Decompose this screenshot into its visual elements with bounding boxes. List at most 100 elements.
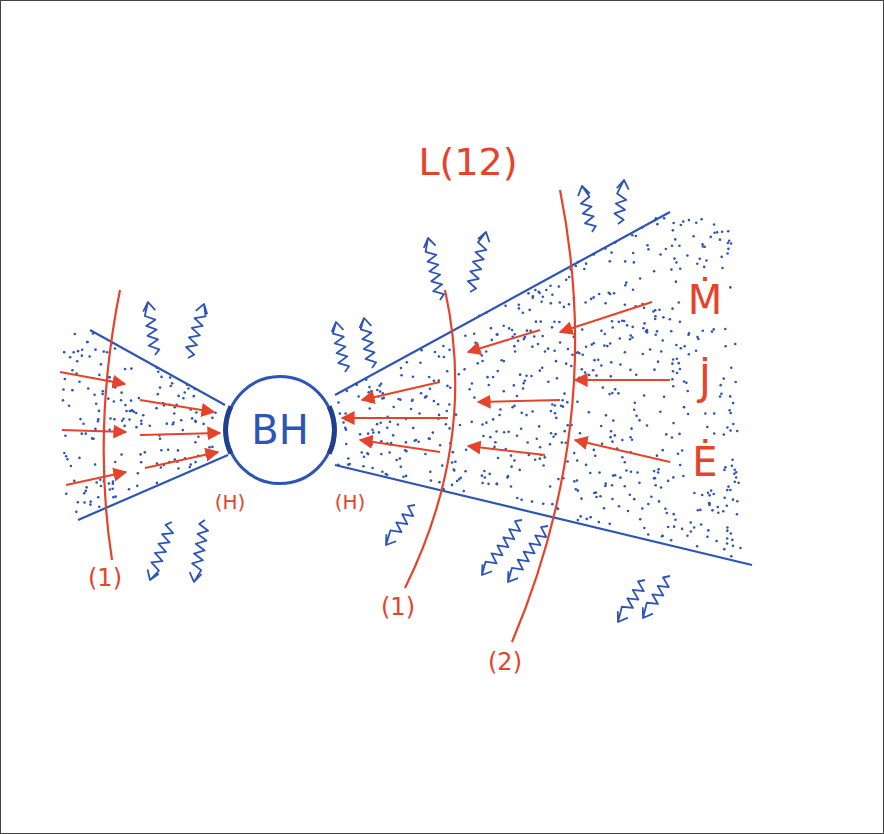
gas-dot [719, 395, 722, 398]
gas-dot [71, 369, 74, 372]
gas-dot [597, 358, 600, 361]
gas-dot [399, 457, 402, 460]
gas-dot [625, 281, 628, 284]
gas-dot [337, 401, 340, 404]
gas-dot [674, 238, 677, 241]
gas-dot [77, 501, 80, 504]
gas-dot [411, 399, 414, 402]
gas-dot [671, 378, 674, 381]
gas-dot [723, 496, 726, 499]
gas-dot [635, 235, 638, 238]
gas-dot [577, 261, 580, 264]
gas-dot [91, 437, 94, 440]
gas-dot [665, 433, 668, 436]
gas-dot [97, 496, 100, 499]
gas-dot [553, 349, 556, 352]
gas-dot [679, 464, 682, 467]
gas-dot [171, 382, 174, 385]
gas-dot [83, 492, 86, 495]
gas-dot [549, 443, 552, 446]
gas-dot [633, 261, 636, 264]
gas-dot [503, 431, 506, 434]
gas-dot [661, 535, 664, 538]
gas-dot [342, 421, 345, 424]
gas-dot [611, 320, 614, 323]
gas-dot [496, 483, 499, 486]
gas-dot [611, 440, 614, 443]
gas-dot [140, 461, 143, 464]
gas-dot [667, 480, 670, 483]
gas-dot [173, 412, 176, 415]
gas-dot [683, 345, 686, 348]
gas-dot [555, 417, 558, 420]
gas-dot [610, 361, 613, 364]
radiation-arrows [143, 180, 670, 622]
gas-dot [344, 412, 347, 415]
gas-dot [604, 485, 607, 488]
gas-dot [92, 332, 95, 335]
gas-dot [137, 472, 140, 475]
inflow-arrow [560, 302, 652, 332]
gas-dot [670, 268, 673, 271]
gas-dot [389, 421, 392, 424]
gas-dot [662, 316, 665, 319]
gas-dot [113, 400, 116, 403]
gas-dot [124, 404, 127, 407]
gas-dot [502, 390, 505, 393]
gas-dot [547, 347, 550, 350]
gas-dot [609, 436, 612, 439]
gas-dot [78, 457, 81, 460]
gas-dot [513, 405, 516, 408]
gas-dot [424, 396, 427, 399]
gas-dot [464, 470, 467, 473]
gas-dot [539, 446, 542, 449]
gas-dot [395, 459, 398, 462]
gas-dot [473, 396, 476, 399]
gas-dot [114, 461, 117, 464]
gas-dot [362, 465, 365, 468]
gas-dot [664, 507, 667, 510]
inflow-arrow [575, 379, 670, 381]
gas-dot [608, 523, 611, 526]
black-hole: BH [225, 375, 335, 485]
gas-dot [516, 434, 519, 437]
gas-dot [496, 482, 499, 485]
gas-dot [733, 481, 736, 484]
gas-dot [368, 386, 371, 389]
gas-dot [561, 399, 564, 402]
radiation-arrow [643, 576, 670, 618]
gas-dot [476, 362, 479, 365]
gas-dot [366, 452, 369, 455]
gas-dot [539, 457, 542, 460]
gas-dot [632, 289, 635, 292]
gas-dot [490, 327, 493, 330]
gas-dot [681, 528, 684, 531]
gas-dot [372, 431, 375, 434]
gas-dot [552, 435, 555, 438]
gas-dot [656, 330, 659, 333]
gas-dot [430, 479, 433, 482]
gas-dot [135, 412, 138, 415]
gas-dot [726, 537, 729, 540]
radiation-arrow [578, 186, 596, 232]
gas-dot [388, 451, 391, 454]
gas-dot [677, 301, 680, 304]
gas-dot [657, 360, 660, 363]
gas-dot [541, 335, 544, 338]
gas-dot [629, 338, 632, 341]
gas-dot [379, 421, 382, 424]
gas-dot [680, 347, 683, 350]
gas-dot [721, 230, 724, 233]
gas-dot [507, 430, 510, 433]
gas-dot [672, 385, 675, 388]
gas-dot [717, 511, 720, 514]
gas-dot [114, 347, 117, 350]
gas-dot [344, 427, 347, 430]
gas-dot [367, 453, 370, 456]
gas-dot [189, 466, 192, 469]
gas-dot [517, 340, 520, 343]
gas-dot [677, 453, 680, 456]
gas-dot [581, 353, 584, 356]
gas-dot [527, 292, 530, 295]
gas-dot [621, 456, 624, 459]
